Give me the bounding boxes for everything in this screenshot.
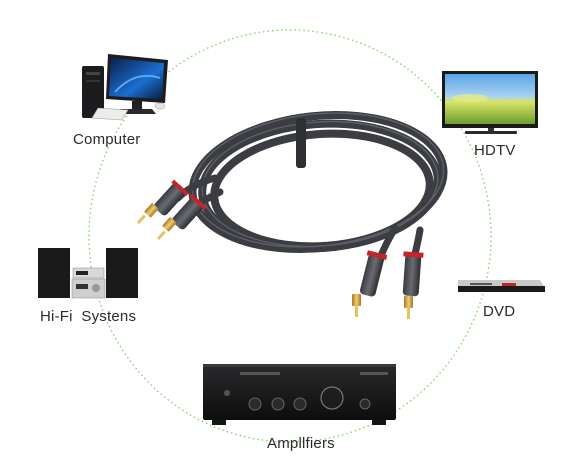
rca-plug-left-1 [136,179,189,225]
connection-circle [88,29,492,443]
dvd-player-icon [458,280,545,292]
computer-icon [82,54,168,121]
amplifiers-label: Ampllfiers [267,435,335,452]
rca-plug-right-2 [402,251,424,319]
computer-label: Computer [73,131,141,148]
hdtv-icon [442,71,538,134]
dvd-label: DVD [483,303,516,320]
rca-cable-image [174,111,448,262]
amplifier-icon [203,364,396,425]
hdtv-label: HDTV [474,142,516,159]
rca-plug-left-2 [156,193,207,241]
hifi-system-icon [38,248,138,299]
rca-plug-right-1 [352,250,388,317]
hifi-systems-label: Hi-Fi Systens [40,308,137,325]
